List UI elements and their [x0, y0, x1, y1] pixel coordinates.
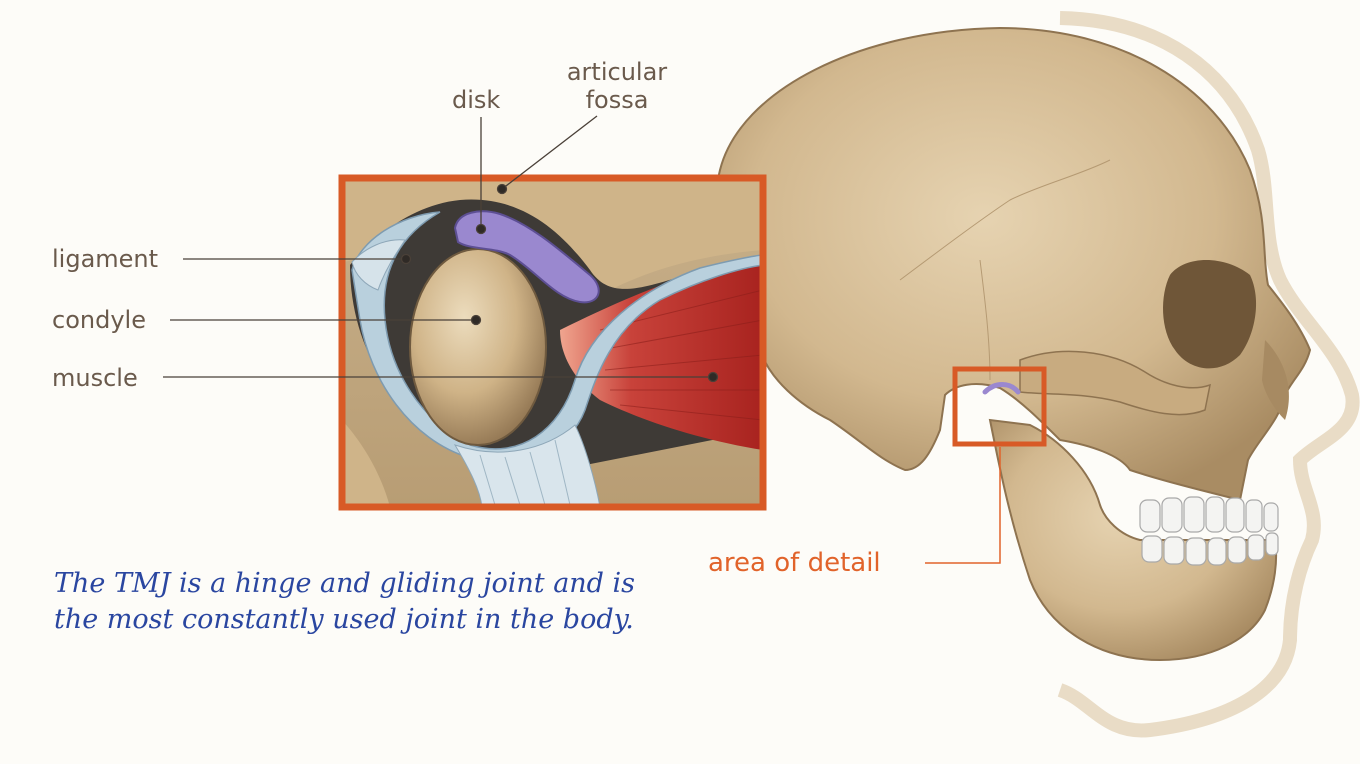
face-outline: [1057, 11, 1360, 738]
caption-line-2: the most constantly used joint in the bo…: [54, 604, 634, 635]
label-articular-fossa-line1: articular: [566, 58, 668, 86]
eye-socket: [1163, 260, 1257, 369]
label-condyle: condyle: [52, 306, 146, 334]
area-of-detail-disk-mini: [982, 382, 1021, 395]
leader-lines: [163, 115, 719, 383]
teeth: [1139, 496, 1279, 566]
label-muscle: muscle: [52, 364, 138, 392]
label-area-of-detail: area of detail: [708, 548, 881, 578]
label-disk: disk: [452, 86, 501, 114]
disk-shape: [453, 210, 600, 304]
label-ligament: ligament: [52, 245, 159, 273]
label-articular-fossa-line2: fossa: [585, 86, 649, 114]
area-of-detail-leader: [925, 447, 1001, 564]
mandible-neck: [453, 424, 601, 507]
muscle-shape: [560, 255, 763, 450]
mandible: [988, 418, 1278, 662]
skull-drawing: [715, 11, 1360, 738]
condyle-shape: [409, 248, 547, 446]
area-of-detail-frame: [952, 366, 1047, 447]
inset-frame: [338, 174, 767, 511]
inset-detail: [342, 178, 763, 507]
caption: The TMJ is a hinge and gliding joint and…: [54, 566, 635, 638]
caption-line-1: The TMJ is a hinge and gliding joint and…: [54, 568, 636, 599]
